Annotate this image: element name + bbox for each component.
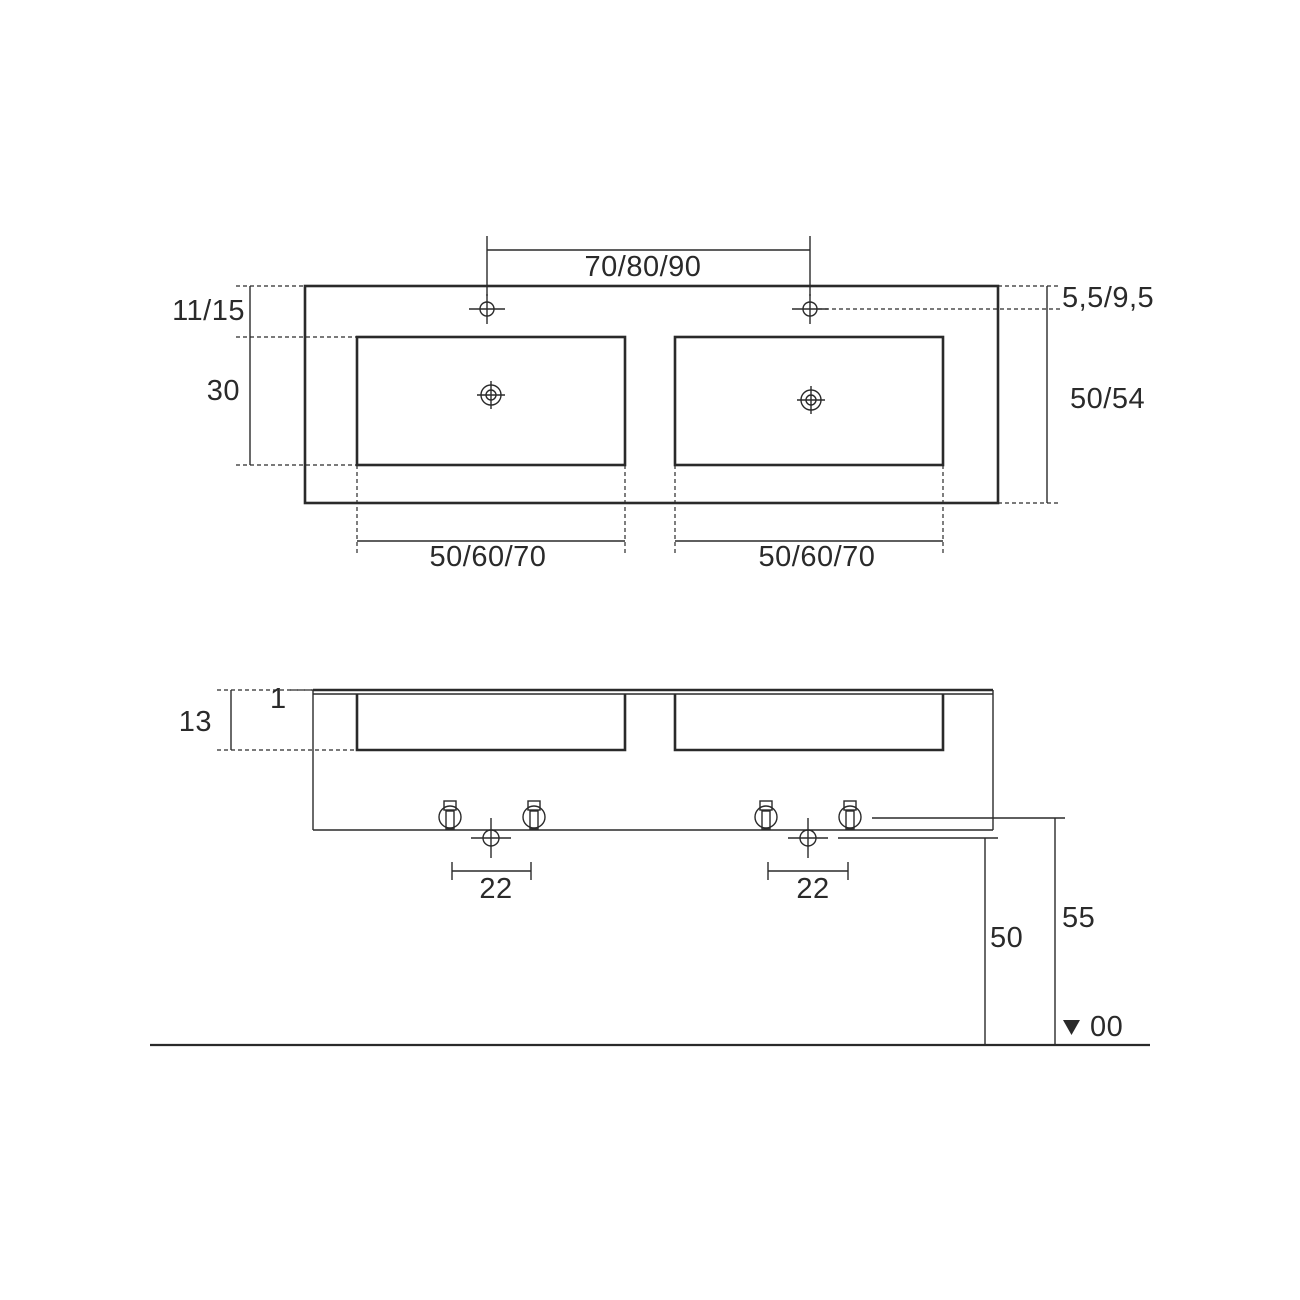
- floor-level-marker: 00: [1063, 1011, 1123, 1043]
- total-depth-label: 50/54: [1070, 383, 1145, 415]
- tap-spacing-dimension: 70/80/90: [486, 236, 811, 296]
- rear-depth-label: 11/15: [172, 295, 245, 327]
- drain-height-dimension: 50: [838, 837, 1023, 1045]
- right-basin-section: [673, 694, 945, 752]
- left-tap-hole-icon: [469, 294, 505, 324]
- right-depth-dimensions: 5,5/9,5 50/54: [818, 282, 1154, 504]
- left-depth-dimensions: 11/15 30: [172, 285, 357, 466]
- right-cold-valve-icon: [838, 800, 862, 830]
- left-valve-spacing-dimension: 22: [451, 862, 532, 905]
- right-drain-outlet-icon: [788, 818, 828, 858]
- left-drain-outlet-icon: [471, 818, 511, 858]
- counter-height-dimension: 55: [872, 817, 1095, 1045]
- left-drain-spacing-label: 22: [479, 873, 512, 905]
- left-cold-valve-icon: [522, 800, 546, 830]
- left-hot-valve-icon: [438, 800, 462, 830]
- right-drain-icon: [797, 386, 825, 414]
- countertop-outline-top: [303, 284, 1000, 505]
- basin-width-dimensions: 50/60/70 50/60/70: [356, 465, 944, 573]
- level-triangle-icon: [1063, 1020, 1080, 1035]
- side-view: 1 13: [150, 683, 1150, 1047]
- basin-height-dimension: 1 13: [179, 683, 357, 751]
- right-hot-valve-icon: [754, 800, 778, 830]
- counter-height-label: 55: [1062, 902, 1095, 934]
- drain-height-label: 50: [990, 922, 1023, 954]
- left-drain-icon: [477, 381, 505, 409]
- right-tap-hole-icon: [792, 294, 828, 324]
- right-basin-width-label: 50/60/70: [759, 541, 876, 573]
- top-thickness-label: 1: [270, 683, 287, 715]
- right-basin-outline-top: [673, 335, 945, 467]
- basin-height-label: 13: [179, 706, 212, 738]
- left-basin-width-label: 50/60/70: [430, 541, 547, 573]
- tap-offset-label: 5,5/9,5: [1062, 282, 1154, 314]
- left-basin-outline-top: [355, 335, 627, 467]
- top-view: 70/80/90 11/15 30 5,5/9,5 50/54: [172, 236, 1154, 573]
- floor-level-label: 00: [1090, 1011, 1123, 1043]
- right-drain-spacing-label: 22: [796, 873, 829, 905]
- basin-depth-label: 30: [207, 375, 240, 407]
- right-valve-spacing-dimension: 22: [767, 862, 849, 905]
- tap-spacing-label: 70/80/90: [585, 251, 702, 283]
- left-basin-section: [355, 694, 627, 752]
